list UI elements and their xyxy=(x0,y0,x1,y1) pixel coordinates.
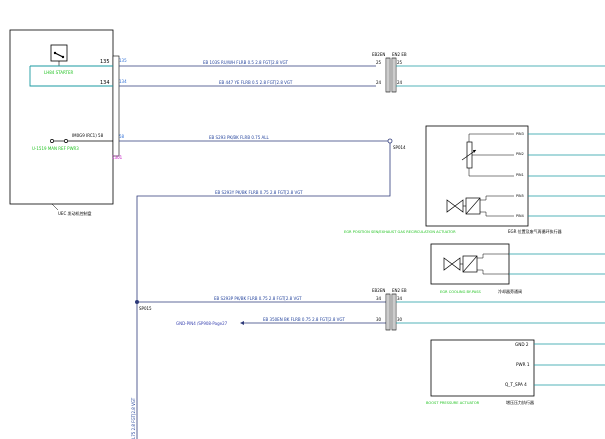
boost-pin-gnd: GND 2 xyxy=(515,342,529,347)
module-pin-134: 134 xyxy=(100,80,110,86)
connector-top-label-b: EN2 EB xyxy=(392,52,407,57)
egr-cooling-caption-black: 冷却器旁通阀 xyxy=(498,288,522,294)
connector-top xyxy=(385,57,397,93)
connector-bottom-label-a: EB2EN xyxy=(372,288,385,293)
wire-s293-label: EB S293 PK/BK FLRB 0.75 ALL xyxy=(209,135,269,140)
wire-s293p-label: EB S293P PK/BK FLRB 0.75 2.8 FGT[2.8 VGT xyxy=(214,296,302,301)
wire-447-label: EB 447 YE FLRB 0.5 2.8 FGT[2.8 VGT xyxy=(219,80,293,85)
egr-valve-icon xyxy=(446,195,514,217)
boost-pin-qt: Q_T_SPA 4 xyxy=(505,382,527,387)
boost-actuator-box xyxy=(430,339,535,397)
splice-sp014-dot xyxy=(387,138,393,144)
ground-note: GND-PIN4 /SP908-Page27 xyxy=(176,321,228,326)
egr-caption-black: EGR 位置及废气再循环执行器 xyxy=(508,228,562,234)
egr-pin-2: PIN2 xyxy=(516,152,524,156)
wire-350en-label: EB 350EN BK FLRB 0.75 2.8 FGT[2.8 VGT xyxy=(263,317,345,322)
starter-feed-wire xyxy=(29,66,113,87)
egr-potentiometer-icon xyxy=(461,133,514,177)
module-pin-135: 135 xyxy=(100,59,110,65)
connector-top-label-a: EB2EN xyxy=(372,52,385,57)
splice-sp014-label: SP014 xyxy=(393,145,406,150)
module-caption-leader xyxy=(51,203,59,211)
connector-top-pin-25b: 25 xyxy=(397,60,403,65)
module-pin-58-blue: 58 xyxy=(119,134,125,139)
module-pin-58: IM0G9 IRC1) 58 xyxy=(72,133,104,138)
egr-pin-3: PIN3 xyxy=(516,132,524,136)
connector-bottom-pin-34b: 34 xyxy=(397,296,403,301)
connector-top-pin-25a: 25 xyxy=(376,60,382,65)
connector-bottom-pin-34a: 34 xyxy=(376,296,382,301)
mass-label: U-1519 MAN REF PWR3 xyxy=(32,146,79,151)
egr-cooling-box xyxy=(430,243,510,285)
splice-sp015-label: SP015 xyxy=(139,306,152,311)
boost-caption-green: BOOST PRESSURE ACTUATOR xyxy=(426,401,480,405)
connector-bottom-pin-30b: 30 xyxy=(397,317,403,322)
vertical-wire-label: L75 2.8 FGT[2.8 VGT xyxy=(131,397,136,439)
wire-sp014-down xyxy=(136,143,391,439)
boost-pin-pwr: PWR 1 xyxy=(516,362,530,367)
module-pin-135-blue: 135 xyxy=(119,58,127,63)
starter-label: LH84 STARTER xyxy=(44,70,73,75)
connector-bottom-label-b: EN2 EB xyxy=(392,288,407,293)
starter-switch-icon xyxy=(50,44,68,66)
connector-bottom-pin-30a: 30 xyxy=(376,317,382,322)
connector-top-pin-24a: 24 xyxy=(376,80,382,85)
boost-caption-black: 增压压力执行器 xyxy=(506,399,534,405)
egr-cooling-valve-icon xyxy=(443,253,509,275)
key-power-icon xyxy=(50,139,113,143)
wire-350en-arrow xyxy=(240,321,244,325)
connector-top-pin-24b: 24 xyxy=(397,80,403,85)
connector-bottom xyxy=(385,293,397,331)
egr-cooling-caption-green: EGR COOLING BY-PASS xyxy=(440,290,482,294)
module-connector-strip xyxy=(112,55,120,157)
egr-caption-green: EGR POSITION SEN/EXHAUST GAS RECIRCULATI… xyxy=(344,230,456,234)
module-pin-134-blue: 134 xyxy=(119,79,127,84)
module-magenta-label: 1301 xyxy=(112,155,123,160)
module-caption: UEC 发动机控制盘 xyxy=(58,210,92,216)
egr-pin-4: PIN4 xyxy=(516,214,524,218)
egr-pin-1: PIN1 xyxy=(516,173,524,177)
wire-103s-label: EB 103S RU/WH FLRB 0.5 2.8 FGT[2.8 VGT xyxy=(203,60,288,65)
egr-pin-5: PIN5 xyxy=(516,194,524,198)
wire-s293y-label: EB S293Y PK/BK FLRB 0.75 2.8 FGT[2.8 VGT xyxy=(215,190,303,195)
